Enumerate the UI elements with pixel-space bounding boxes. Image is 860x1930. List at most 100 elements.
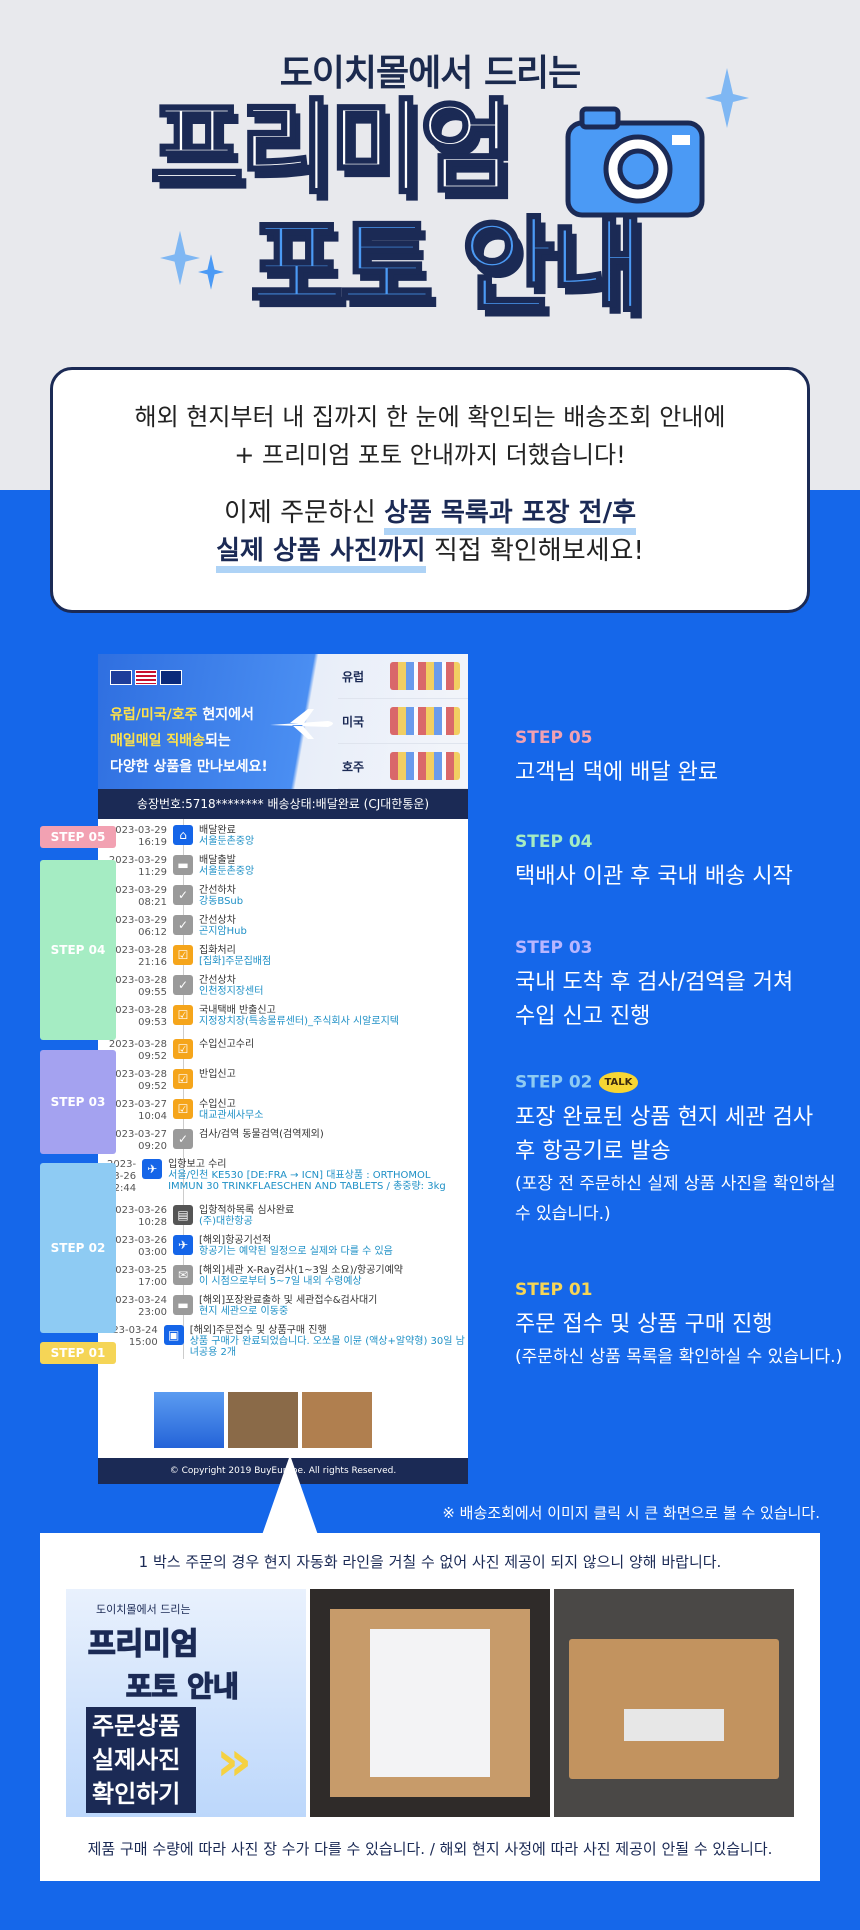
sparkle-icon — [705, 68, 749, 128]
banner-text1b: 현지에서 — [197, 707, 254, 723]
check-box-icon: ☑ — [173, 1005, 193, 1025]
document-icon: ▤ — [173, 1205, 193, 1225]
step-tag-05: STEP 05 — [40, 826, 116, 848]
banner-text3: 다양한 상품을 만나보세요! — [110, 759, 268, 775]
step-tag-01: STEP 01 — [40, 1342, 116, 1364]
timeline-line — [183, 819, 184, 1359]
tracking-panel: 유럽/미국/호주 현지에서 매일매일 직배송되는 다양한 상품을 만나보세요! … — [98, 654, 468, 1484]
row-status: 입항적하목록 심사완료(주)대한항공 — [199, 1205, 295, 1227]
photo-guide-card[interactable]: 도이치몰에서 드리는 프리미엄 포토 안내 주문상품 실제사진 확인하기 » — [66, 1589, 306, 1817]
camera-icon — [565, 106, 705, 218]
intro-card: 해외 현지부터 내 집까지 한 눈에 확인되는 배송조회 안내에 + 프리미엄 … — [50, 367, 810, 613]
hero-title-line2: 포토 안내 — [249, 207, 647, 326]
banner-text1a: 유럽/미국/호주 — [110, 707, 198, 723]
banner-text: 유럽/미국/호주 현지에서 매일매일 직배송되는 다양한 상품을 만나보세요! — [110, 702, 268, 780]
preview-images: 도이치몰에서 드리는 프리미엄 포토 안내 주문상품 실제사진 확인하기 » — [66, 1589, 794, 1817]
step-tag-04: STEP 04 — [40, 860, 116, 1040]
check-box-icon: ☑ — [173, 1099, 193, 1119]
double-chevron-right-icon: » — [216, 1729, 253, 1794]
row-status: 반입신고 — [199, 1069, 236, 1080]
photo-thumbnails — [154, 1392, 372, 1448]
flags — [110, 670, 185, 689]
home-icon: ⌂ — [173, 825, 193, 845]
view-photos-label: 주문상품 실제사진 확인하기 — [86, 1707, 196, 1813]
open-box-photo[interactable] — [310, 1589, 550, 1817]
hero-title-line1: 프리미엄 — [148, 89, 514, 208]
callout-pointer — [262, 1455, 318, 1535]
step-03: STEP 03 국내 도착 후 검사/검역을 거쳐 수입 신고 진행 — [515, 938, 794, 1029]
step-tag-03: STEP 03 — [40, 1050, 116, 1154]
tracking-status-bar: 송장번호:5718******** 배송상태:배달완료 (CJ대한통운) — [98, 789, 468, 819]
step-05: STEP 05 고객님 댁에 배달 완료 — [515, 728, 719, 785]
step-tag-02: STEP 02 — [40, 1163, 116, 1333]
row-status: 수입신고수리 — [199, 1039, 255, 1050]
photo-guide-thumbnail[interactable] — [154, 1392, 224, 1448]
gift-icon: ▣ — [163, 1325, 184, 1345]
intro-line3-bold: 상품 목록과 포장 전/후 — [384, 498, 636, 535]
intro-line4-bold: 실제 상품 사진까지 — [216, 536, 426, 573]
open-box-thumbnail[interactable] — [228, 1392, 298, 1448]
sparkle-icon — [198, 254, 224, 290]
us-flag-icon — [135, 670, 157, 685]
notice-top: 1 박스 주문의 경우 현지 자동화 라인을 거칠 수 없어 사진 제공이 되지… — [138, 1553, 722, 1571]
plane-icon: ✈ — [142, 1159, 163, 1179]
check-icon: ✓ — [173, 1129, 193, 1149]
closed-box-thumbnail[interactable] — [302, 1392, 372, 1448]
step-01: STEP 01 주문 접수 및 상품 구매 진행 (주문하신 상품 목록을 확인… — [515, 1280, 843, 1367]
products-image — [390, 707, 460, 735]
check-icon: ✓ — [173, 885, 193, 905]
intro-line4-post: 직접 확인해보세요! — [425, 536, 644, 566]
hero-subtitle: 도이치몰에서 드리는 — [279, 53, 582, 94]
promo-banner[interactable]: 유럽/미국/호주 현지에서 매일매일 직배송되는 다양한 상품을 만나보세요! … — [98, 654, 468, 789]
intro-line2: + 프리미엄 포토 안내까지 더했습니다! — [234, 441, 626, 469]
region-row: 유럽 — [338, 654, 468, 699]
eu-flag-icon — [110, 670, 132, 685]
check-box-icon: ☑ — [173, 945, 193, 965]
row-status: 집화처리[집화]주문집배점 — [199, 945, 272, 967]
check-box-icon: ☑ — [173, 1039, 193, 1059]
intro-line3-pre: 이제 주문하신 — [224, 498, 385, 528]
closed-box-photo[interactable] — [554, 1589, 794, 1817]
truck-icon: ▬ — [173, 1295, 193, 1315]
notice-bottom: 제품 구매 수량에 따라 사진 장 수가 다를 수 있습니다. / 해외 현지 … — [87, 1840, 773, 1858]
plane-icon: ✈ — [173, 1235, 193, 1255]
